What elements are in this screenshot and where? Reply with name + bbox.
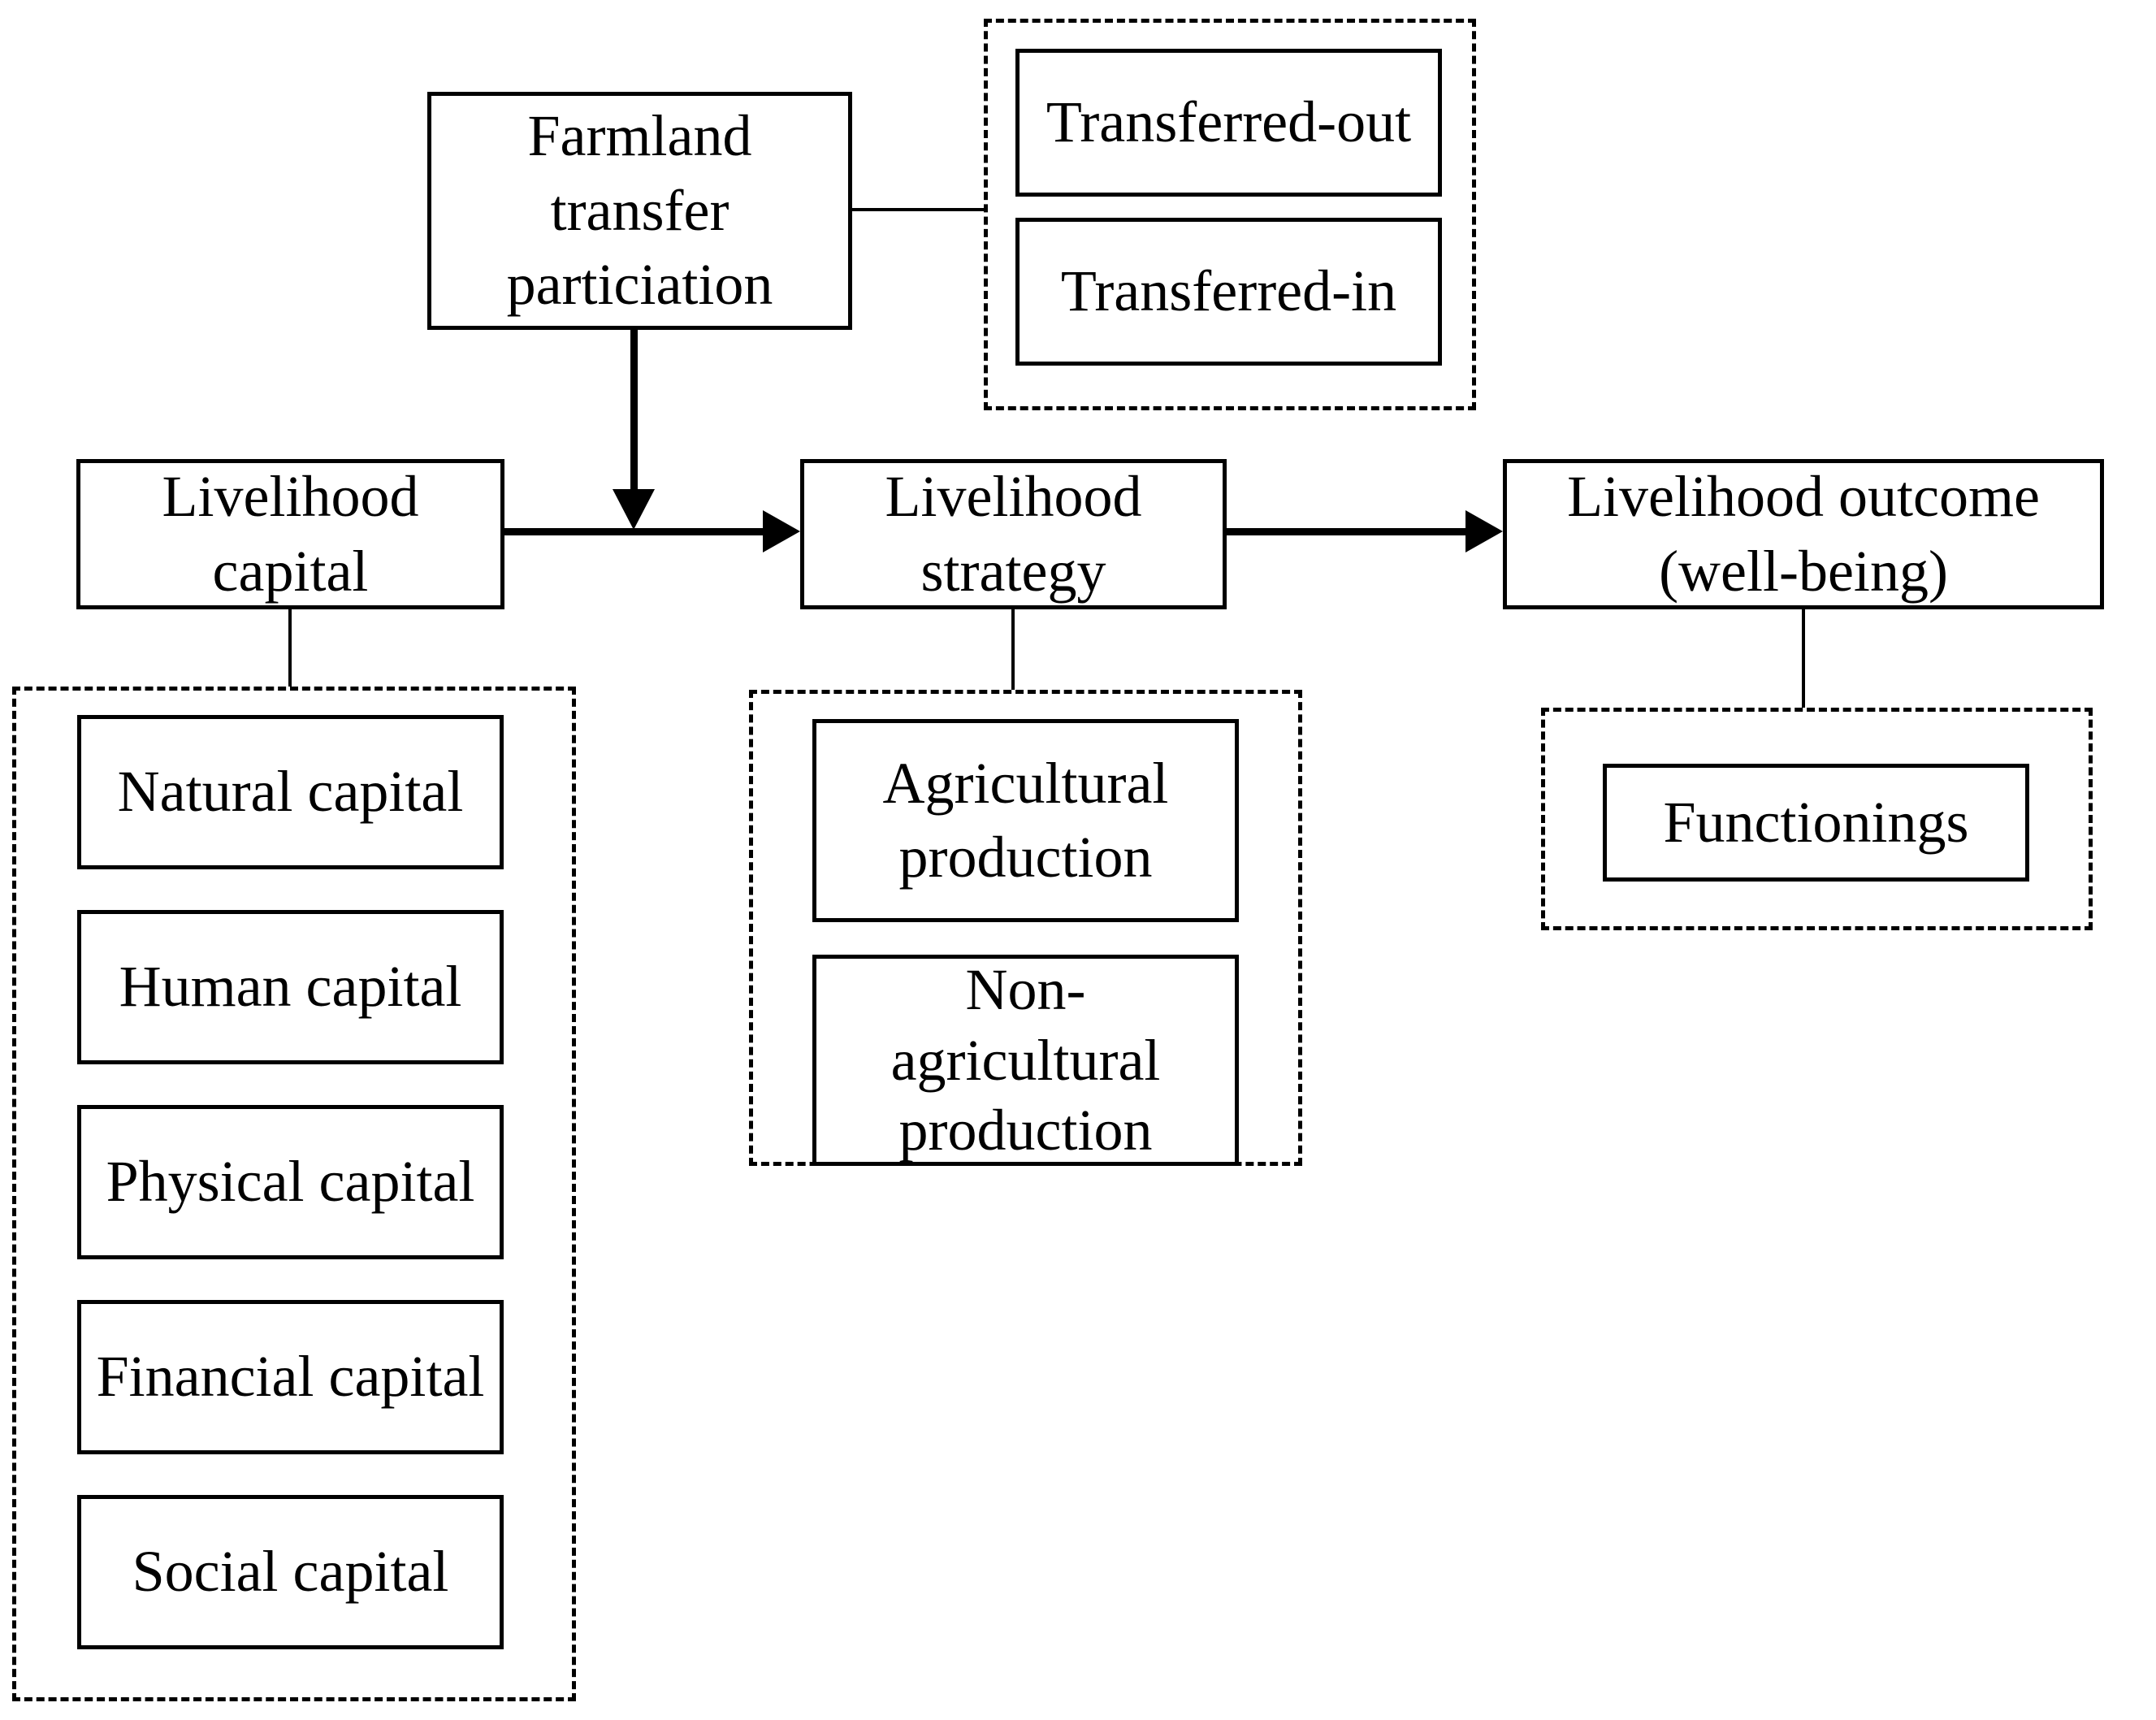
transferred-in-box: Transferred-in	[1015, 218, 1442, 366]
transfer-types-group	[984, 19, 1476, 410]
arrow-strategy-to-outcome-line	[1227, 528, 1465, 535]
livelihood-capital-label: Livelihood capital	[162, 464, 419, 604]
transferred-in-label: Transferred-in	[1060, 258, 1397, 324]
arrow-farmland-down-head-icon	[613, 489, 655, 530]
livelihood-outcome-box: Livelihood outcome (well-being)	[1503, 459, 2104, 609]
livelihood-strategy-label: Livelihood strategy	[885, 464, 1142, 604]
financial-capital-box: Financial capital	[77, 1300, 504, 1454]
functionings-label: Functionings	[1663, 789, 1969, 855]
agricultural-production-label: Agricultural production	[882, 750, 1169, 890]
livelihood-capital-box: Livelihood capital	[76, 459, 504, 609]
natural-capital-box: Natural capital	[77, 715, 504, 869]
connector-outcome-to-group	[1802, 609, 1805, 708]
connector-farmland-to-transfer-types	[852, 208, 984, 211]
social-capital-label: Social capital	[132, 1539, 449, 1605]
farmland-transfer-label: Farmland transfer particiation	[506, 103, 773, 318]
physical-capital-box: Physical capital	[77, 1105, 504, 1259]
functionings-box: Functionings	[1603, 764, 2029, 882]
transferred-out-label: Transferred-out	[1046, 89, 1412, 155]
natural-capital-label: Natural capital	[117, 759, 464, 825]
human-capital-box: Human capital	[77, 910, 504, 1064]
agricultural-production-box: Agricultural production	[812, 719, 1239, 922]
connector-strategy-to-group	[1011, 609, 1015, 690]
connector-capital-to-group	[288, 609, 292, 687]
non-agricultural-production-label: Non-agricultural production	[890, 957, 1161, 1163]
arrow-capital-to-strategy-line	[504, 528, 763, 535]
livelihood-outcome-label: Livelihood outcome (well-being)	[1567, 464, 2040, 604]
arrow-strategy-to-outcome-head-icon	[1465, 510, 1503, 552]
physical-capital-label: Physical capital	[106, 1149, 475, 1215]
outcome-items-group	[1541, 708, 2093, 930]
arrow-capital-to-strategy-head-icon	[763, 510, 800, 552]
transferred-out-box: Transferred-out	[1015, 49, 1442, 197]
human-capital-label: Human capital	[119, 954, 462, 1020]
livelihood-strategy-box: Livelihood strategy	[800, 459, 1227, 609]
capital-items-group	[12, 687, 576, 1701]
farmland-transfer-box: Farmland transfer particiation	[427, 92, 852, 330]
non-agricultural-production-box: Non-agricultural production	[812, 955, 1239, 1166]
financial-capital-label: Financial capital	[96, 1344, 485, 1410]
social-capital-box: Social capital	[77, 1495, 504, 1649]
arrow-farmland-down-line	[630, 330, 638, 491]
